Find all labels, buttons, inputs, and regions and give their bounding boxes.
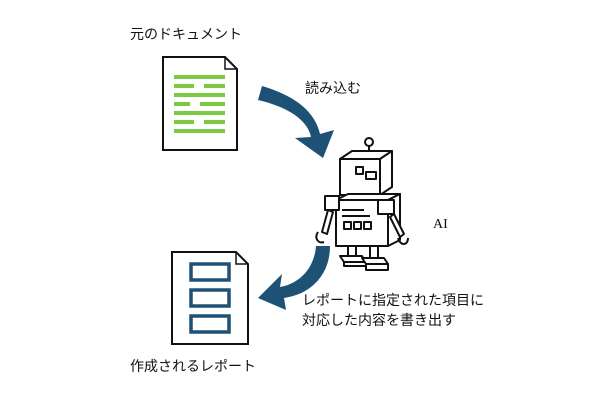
write-out-label-line2: 対応した内容を書き出す: [302, 313, 456, 329]
report-field-box: [189, 314, 231, 334]
ai-label: AI: [433, 217, 448, 232]
read-in-label: 読み込む: [305, 81, 361, 97]
report-field-box: [189, 262, 231, 282]
write-arrow-icon: [258, 246, 330, 310]
source-document-label: 元のドキュメント: [130, 27, 242, 43]
created-report-label: 作成されるレポート: [130, 359, 256, 375]
write-out-label-line1: レポートに指定された項目に: [302, 293, 484, 309]
report-field-box: [189, 288, 231, 308]
robot-icon: [315, 137, 409, 271]
source-document-icon: [162, 56, 238, 151]
read-arrow-icon: [258, 86, 334, 158]
report-icon: [171, 251, 249, 345]
